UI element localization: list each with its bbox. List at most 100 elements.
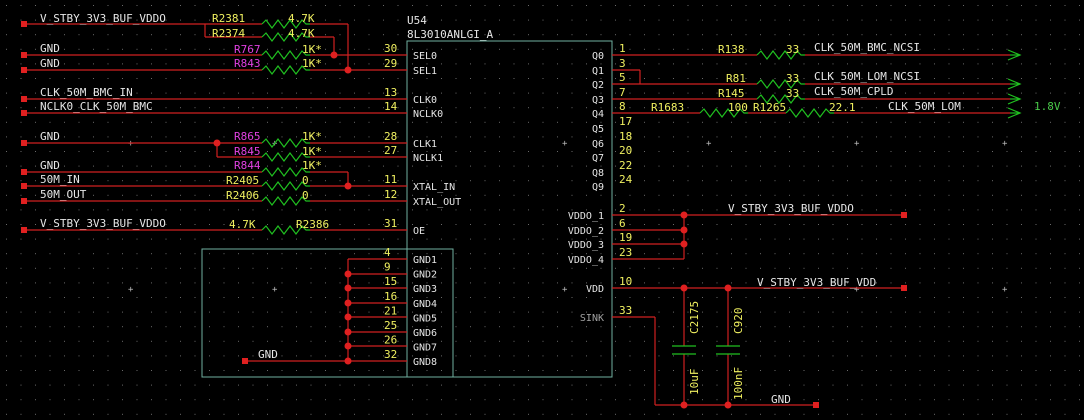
u54-left-pin-number: 30 (384, 42, 397, 55)
u54-gnd-pin-name: GND6 (413, 328, 437, 339)
ref-r1683: R1683 (651, 101, 684, 114)
net-gnd-r844: GND (40, 159, 60, 172)
u54-gnd-pin-name: GND5 (413, 313, 437, 324)
capacitor-symbols (672, 345, 740, 355)
u54-gnd-pin-number: 26 (384, 334, 397, 347)
u54-right-pin-name: VDDO_3 (568, 240, 604, 251)
u54-gnd-pin-number: 16 (384, 290, 397, 303)
u54-gnd-pin-name: GND1 (413, 255, 437, 266)
u54-right-pin-number: 18 (619, 130, 632, 143)
u54-right-pin-name: Q7 (592, 153, 604, 164)
u54-right-pin-name: Q6 (592, 139, 604, 150)
u54-gnd-pin-number: 32 (384, 348, 397, 361)
ref-r843: R843 (234, 57, 261, 70)
val-r845: 1K* (302, 145, 322, 158)
net-50m-out: 50M_OUT (40, 188, 87, 201)
u54-right-pin-name: VDD (586, 284, 604, 295)
u54-right-pin-name: VDDO_2 (568, 226, 604, 237)
u54-gnd-pin-number: 9 (384, 261, 391, 274)
right-ports (813, 212, 907, 408)
u54-right-pin-number: 23 (619, 246, 632, 259)
u54-left-pin-number: 14 (384, 100, 398, 113)
ref-r2381: R2381 (212, 12, 245, 25)
u54-right-pin-number: 3 (619, 57, 626, 70)
u54-left-pin-number: 31 (384, 217, 397, 230)
svg-text:+: + (706, 139, 712, 149)
ref-r2386: R2386 (296, 218, 329, 231)
net-clk-cpld: CLK_50M_CPLD (814, 85, 893, 98)
val-r138: 33 (786, 43, 799, 56)
u54-right-pin-name: Q5 (592, 124, 604, 135)
net-vstby-top: V_STBY_3V3_BUF_VDDO (40, 12, 166, 25)
right-junctions (680, 211, 732, 409)
ref-r865: R865 (234, 130, 261, 143)
u54-left-pins: 30SEL029SEL113CLK014NCLK028CLK127NCLK111… (384, 42, 461, 237)
u54-right-pin-number: 7 (619, 86, 626, 99)
u54-right-pin-name: Q3 (592, 95, 604, 106)
u54-right-pin-name: VDDO_4 (568, 255, 604, 266)
svg-text:+: + (854, 285, 860, 295)
svg-text:+: + (1002, 285, 1008, 295)
val-c920: 100nF (732, 367, 745, 400)
u54-right-pin-name: Q8 (592, 168, 604, 179)
u54-right-pin-number: 6 (619, 217, 626, 230)
u54-ref: U54 (407, 14, 427, 27)
u54-left-pin-number: 11 (384, 173, 397, 186)
u54-gnd-pin-number: 15 (384, 275, 397, 288)
left-wires (24, 23, 407, 362)
left-resistor-symbols (261, 19, 310, 235)
val-r145: 33 (786, 87, 799, 100)
u54-left-pin-name: XTAL_IN (413, 182, 455, 193)
u54-right-pin-number: 8 (619, 100, 626, 113)
u54-right-pin-number: 19 (619, 231, 632, 244)
u54-gnd-pin-number: 25 (384, 319, 397, 332)
u54-right-pin-name: VDDO_1 (568, 211, 604, 222)
u54-gnd-pin-number: 4 (384, 246, 391, 259)
label-1v8: 1.8V (1034, 100, 1061, 113)
u54-left-pin-number: 28 (384, 130, 397, 143)
u54-right-pin-name: Q2 (592, 80, 604, 91)
net-gnd-sel1: GND (40, 57, 60, 70)
val-r81: 33 (786, 72, 799, 85)
u54-right-pin-name: SINK (580, 313, 604, 324)
val-r767: 1K* (302, 43, 322, 56)
val-r2405: 0 (302, 174, 309, 187)
grid-dots (6, 5, 1080, 415)
u54-right-pin-name: Q0 (592, 51, 604, 62)
u54-gnd-pin-name: GND3 (413, 284, 437, 295)
u54-right-pin-number: 1 (619, 42, 626, 55)
net-vstby-vdd: V_STBY_3V3_BUF_VDD (757, 276, 876, 289)
u54-gnd-pins: 4GND19GND215GND316GND421GND525GND626GND7… (384, 246, 437, 368)
u54-gnd-pin-name: GND4 (413, 299, 437, 310)
u54-left-pin-name: CLK1 (413, 139, 437, 150)
net-gnd-bottom: GND (771, 393, 791, 406)
ref-r1265: R1265 (753, 101, 786, 114)
net-gnd-box: GND (258, 348, 278, 361)
ref-r2406: R2406 (226, 189, 259, 202)
svg-text:+: + (562, 139, 568, 149)
net-clk-lom-ncsi: CLK_50M_LOM_NCSI (814, 70, 920, 83)
u54-left-pin-name: SEL0 (413, 51, 437, 62)
u54-left-pin-name: OE (413, 226, 425, 237)
ref-r138: R138 (718, 43, 745, 56)
svg-text:+: + (272, 285, 278, 295)
u54-left-pin-number: 13 (384, 86, 397, 99)
u54-right-pin-number: 2 (619, 202, 626, 215)
ref-r2405: R2405 (226, 174, 259, 187)
net-clk-lom: CLK_50M_LOM (888, 100, 961, 113)
val-r2381: 4.7K (288, 12, 315, 25)
ref-r767: R767 (234, 43, 261, 56)
net-vstby-oe: V_STBY_3V3_BUF_VDDO (40, 217, 166, 230)
val-r844: 1K* (302, 159, 322, 172)
ref-c920: C920 (732, 308, 745, 335)
net-gnd-sel0: GND (40, 42, 60, 55)
svg-text:+: + (1002, 139, 1008, 149)
u54-left-pin-name: NCLK1 (413, 153, 443, 164)
net-vstby-vddo: V_STBY_3V3_BUF_VDDO (728, 202, 854, 215)
u54-right-pin-name: Q9 (592, 182, 604, 193)
ref-r845: R845 (234, 145, 261, 158)
u54-body[interactable] (406, 40, 613, 378)
u54-left-pin-number: 27 (384, 144, 397, 157)
ref-r145: R145 (718, 87, 745, 100)
